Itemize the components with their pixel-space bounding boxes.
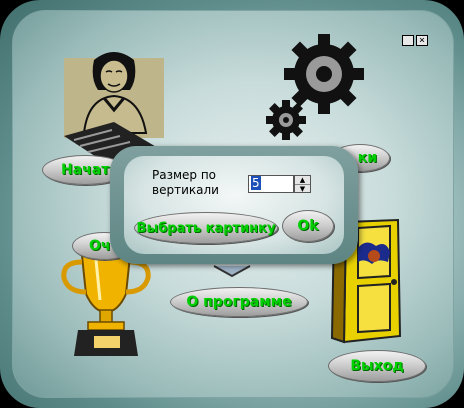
vertical-size-spinner[interactable]: ▲ ▼ <box>294 175 311 193</box>
vertical-size-input[interactable]: 5 <box>248 175 294 193</box>
settings-dialog <box>110 146 358 264</box>
vertical-size-value: 5 <box>251 176 261 190</box>
close-button[interactable]: × <box>416 35 428 46</box>
gears-icon <box>266 34 364 140</box>
door-icon <box>330 218 402 344</box>
typist-woman-icon <box>64 52 164 162</box>
vertical-size-label-line1: Размер по <box>152 168 217 182</box>
ok-button[interactable]: Ok <box>282 210 334 242</box>
minimize-button[interactable]: _ <box>402 35 414 46</box>
vertical-size-label-line2: вертикали <box>152 183 219 197</box>
vertical-size-label: Размер по вертикали <box>152 168 219 198</box>
trophy-icon <box>61 255 151 356</box>
spin-down-icon[interactable]: ▼ <box>299 185 306 193</box>
about-button[interactable]: О программе <box>170 287 308 317</box>
spin-up-icon[interactable]: ▲ <box>295 176 310 185</box>
choose-picture-button[interactable]: Выбрать картинку <box>134 212 278 244</box>
exit-button[interactable]: Выход <box>328 350 426 382</box>
diamond-shape <box>213 265 251 278</box>
